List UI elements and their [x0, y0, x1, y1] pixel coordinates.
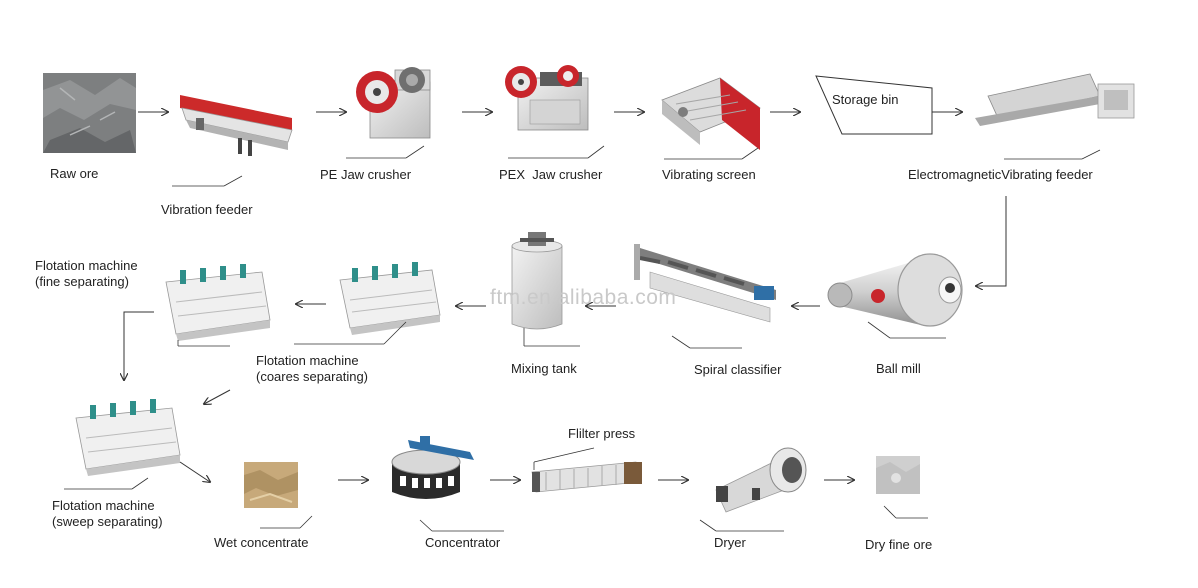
label-dry-fine-ore: Dry fine ore — [865, 537, 933, 552]
label-filter-press: Flilter press — [568, 426, 636, 441]
flotation-fine-image — [165, 264, 271, 341]
flow-arrows — [124, 112, 1007, 482]
wet-concentrate-image — [244, 462, 298, 508]
label-concentrator: Concentrator — [425, 535, 501, 550]
raw-ore-image — [43, 73, 136, 153]
spiral-classifier-image — [634, 244, 776, 323]
label-wet-concentrate: Wet concentrate — [214, 535, 309, 550]
label-flotation-fine: Flotation machine (fine separating) — [35, 258, 138, 289]
label-spiral-classifier: Spiral classifier — [694, 362, 782, 377]
pe-jaw-crusher-image — [356, 67, 431, 139]
label-pe-jaw-crusher: PE Jaw crusher — [320, 167, 412, 182]
label-vibration-feeder: Vibration feeder — [161, 202, 253, 217]
label-vibrating-screen: Vibrating screen — [662, 167, 756, 182]
storage-bin-outline — [815, 75, 933, 135]
label-mixing-tank: Mixing tank — [511, 361, 577, 376]
concentrator-image — [391, 436, 474, 499]
watermark-text: ftm.en.alibaba.com — [490, 286, 677, 309]
filter-press-image — [531, 461, 642, 493]
flotation-coarse-image — [339, 262, 441, 335]
label-flotation-sweep: Flotation machine (sweep separating) — [52, 498, 163, 529]
label-electromagnetic-feeder: ElectromagneticVibrating feeder — [908, 167, 1093, 182]
flotation-sweep-image — [75, 399, 181, 476]
dryer-image — [715, 447, 807, 513]
mixing-tank-image — [511, 232, 563, 330]
electromagnetic-feeder-image — [975, 73, 1135, 126]
label-leader-lines — [64, 145, 1101, 532]
label-storage-bin: Storage bin — [832, 92, 899, 107]
dry-fine-ore-image — [876, 456, 920, 494]
vibration-feeder-image — [180, 95, 293, 156]
label-pex-jaw-crusher: PEX Jaw crusher — [499, 167, 603, 182]
label-flotation-coarse: Flotation machine (coares separating) — [256, 353, 368, 384]
vibrating-screen-image — [661, 77, 761, 150]
label-dryer: Dryer — [714, 535, 746, 550]
label-raw-ore: Raw ore — [50, 166, 99, 181]
ball-mill-image — [827, 253, 963, 327]
pex-jaw-crusher-image — [505, 65, 589, 131]
label-ball-mill: Ball mill — [876, 361, 921, 376]
